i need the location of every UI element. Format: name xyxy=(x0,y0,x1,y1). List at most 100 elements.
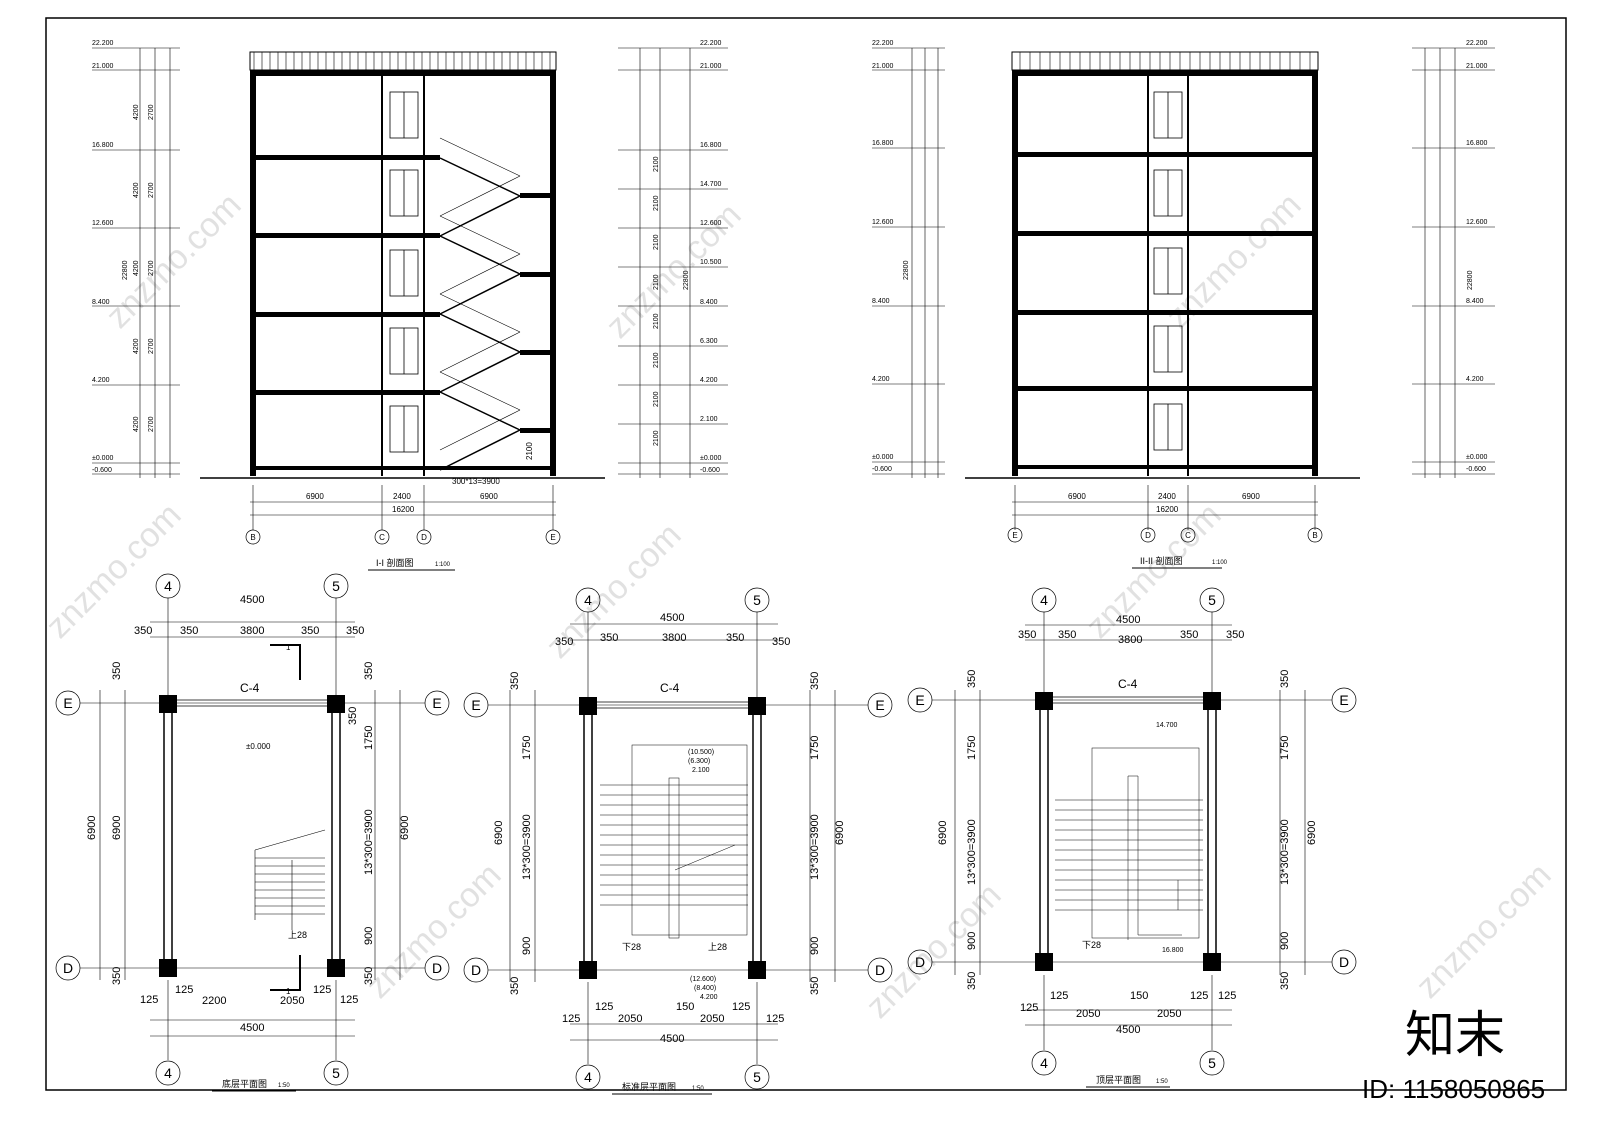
axis-label: 5 xyxy=(753,1069,761,1085)
width-dim: 2050 xyxy=(618,1013,642,1025)
level-mark: 12.600 xyxy=(872,219,894,226)
axis-label: B xyxy=(1312,531,1317,540)
height-dim: 900 xyxy=(363,927,375,945)
width-dim: 125 xyxy=(1050,990,1068,1002)
window-tag: C-4 xyxy=(660,681,680,695)
brand-logo: 知末 xyxy=(1405,1007,1505,1063)
total-width-dim: 16200 xyxy=(1156,505,1179,514)
total-height-dim: 6900 xyxy=(86,816,98,840)
window-tag: C-4 xyxy=(1118,677,1138,691)
stair-up-label: 上28 xyxy=(708,942,727,952)
level-mark: 22.200 xyxy=(700,40,722,47)
level-mark: 21.000 xyxy=(92,63,114,70)
level-mark: -0.600 xyxy=(1466,466,1486,473)
axis-label: 4 xyxy=(1040,592,1048,608)
watermark-text: znzmo.com xyxy=(39,496,189,646)
level-mark: 21.000 xyxy=(872,63,894,70)
watermark-layer: znzmo.com znzmo.com znzmo.com znzmo.com … xyxy=(39,186,1559,1026)
level-mark: 4.200 xyxy=(92,377,110,384)
height-dim: 1750 xyxy=(809,736,821,760)
height-dim: 350 xyxy=(111,662,123,680)
total-height-dim: 6900 xyxy=(834,821,846,845)
part-dim: 2700 xyxy=(148,260,155,276)
width-dim: 125 xyxy=(562,1013,580,1025)
width-dim: 2400 xyxy=(1158,492,1176,501)
width-dim: 350 xyxy=(1180,629,1198,641)
level-mark: 10.500 xyxy=(700,259,722,266)
width-dim: 125 xyxy=(140,994,158,1006)
sheet-frame xyxy=(45,17,1567,1091)
height-dim: 350 xyxy=(809,977,821,995)
watermark-text: znzmo.com xyxy=(359,856,509,1006)
width-dim: 125 xyxy=(732,1001,750,1013)
height-dim: 900 xyxy=(966,932,978,950)
axis-label: E xyxy=(63,695,72,711)
axis-label: D xyxy=(421,533,427,542)
level-mark: 4.200 xyxy=(872,376,890,383)
axis-label: 5 xyxy=(1208,1055,1216,1071)
width-dim: 2050 xyxy=(700,1013,724,1025)
axis-label: D xyxy=(1339,954,1349,970)
level-mark: 8.400 xyxy=(92,299,110,306)
level-mark: 6.300 xyxy=(700,338,718,345)
axis-label: 5 xyxy=(1208,592,1216,608)
width-dim: 125 xyxy=(340,994,358,1006)
level-mark: 12.600 xyxy=(700,220,722,227)
section-title: II-II 剖面图 xyxy=(1140,555,1183,566)
flight-dim: 2100 xyxy=(653,430,660,446)
level-mark: 16.800 xyxy=(92,142,114,149)
height-dim: 350 xyxy=(363,662,375,680)
section-cut-label: 1 xyxy=(286,987,291,996)
width-dim: 150 xyxy=(1130,990,1148,1002)
total-width-dim: 16200 xyxy=(392,505,415,514)
width-dim: 6900 xyxy=(480,492,498,501)
width-dim: 350 xyxy=(134,625,152,637)
height-dim: 13*300=3900 xyxy=(809,814,821,880)
level-mark: 16.800 xyxy=(700,142,722,149)
height-dim: 13*300=3900 xyxy=(521,814,533,880)
plan-ground: 4 5 4 5 E D E D xyxy=(55,573,450,1092)
height-dim: 1750 xyxy=(521,736,533,760)
level-mark: ±0.000 xyxy=(246,742,271,751)
height-dim: 350 xyxy=(966,670,978,688)
axis-label: 5 xyxy=(332,578,340,594)
level-mark: -0.600 xyxy=(700,467,720,474)
width-dim: 3800 xyxy=(1118,634,1142,646)
total-width-dim: 4500 xyxy=(240,1022,264,1034)
axis-label: 5 xyxy=(753,592,761,608)
total-height-dim: 6900 xyxy=(399,816,411,840)
total-width-dim: 4500 xyxy=(660,1033,684,1045)
section-cut-label: 1 xyxy=(286,643,291,652)
axis-label: D xyxy=(471,962,481,978)
width-dim: 2050 xyxy=(280,995,304,1007)
height-dim: 13*300=3900 xyxy=(363,809,375,875)
stair-up-label: 上28 xyxy=(288,930,307,940)
width-dim: 350 xyxy=(180,625,198,637)
level-mark: 2.100 xyxy=(692,767,710,774)
total-height-dim: 22800 xyxy=(903,260,910,280)
width-dim: 150 xyxy=(676,1001,694,1013)
level-mark: ±0.000 xyxy=(1466,454,1487,461)
height-dim: 350 xyxy=(966,972,978,990)
total-height-dim: 22800 xyxy=(122,260,129,280)
plan-scale: 1:50 xyxy=(1156,1079,1168,1085)
plan-scale: 1:50 xyxy=(692,1086,704,1092)
part-dim: 2700 xyxy=(148,416,155,432)
level-mark: 2.100 xyxy=(700,416,718,423)
axis-label: D xyxy=(915,954,925,970)
level-mark: (12.600) xyxy=(690,976,716,983)
floor-dim: 4200 xyxy=(133,182,140,198)
total-height-dim: 22800 xyxy=(1467,270,1474,290)
axis-label: 4 xyxy=(584,1069,592,1085)
level-mark: 21.000 xyxy=(1466,63,1488,70)
width-dim: 125 xyxy=(313,984,331,996)
width-dim: 6900 xyxy=(1068,492,1086,501)
axis-label: 4 xyxy=(164,1065,172,1081)
flight-dim: 2100 xyxy=(653,274,660,290)
level-mark: ±0.000 xyxy=(700,455,721,462)
watermark-text: znzmo.com xyxy=(859,876,1009,1026)
height-dim: 350 xyxy=(1279,670,1291,688)
axis-label: D xyxy=(1145,531,1151,540)
width-dim: 2050 xyxy=(1076,1008,1100,1020)
